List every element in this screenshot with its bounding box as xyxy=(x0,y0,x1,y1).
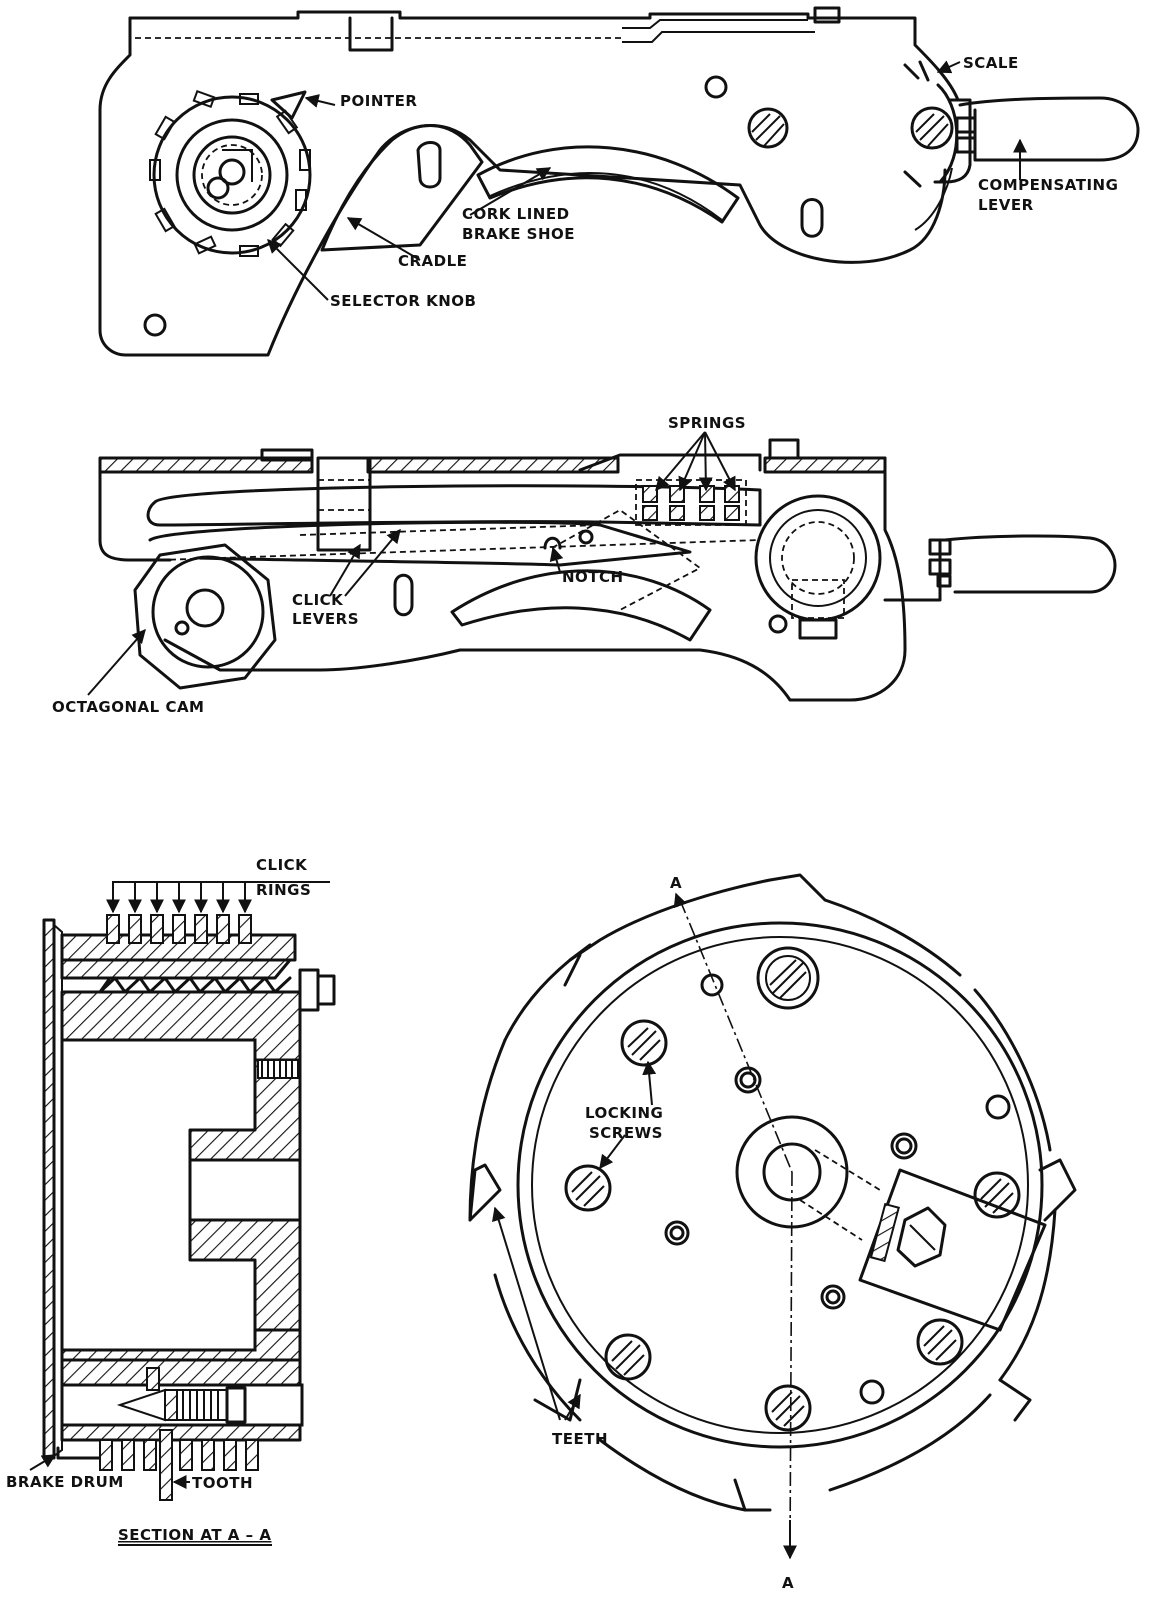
side-view-body-outline xyxy=(98,16,947,357)
scale-arc xyxy=(936,83,959,184)
locking-screw xyxy=(604,1333,652,1381)
notch xyxy=(543,536,562,550)
plan-view-spring-strap xyxy=(578,453,762,472)
locking-screw xyxy=(756,946,820,1010)
cork-lined-brake-shoe xyxy=(476,145,740,224)
label-click-rings-2: RINGS xyxy=(256,881,311,899)
cradle-slot xyxy=(416,141,442,189)
locking-screw xyxy=(916,1318,964,1366)
leader-click-rings xyxy=(106,882,252,914)
side-view-top-plate xyxy=(128,10,960,102)
selector-knob xyxy=(149,89,312,257)
label-compensating-lever-2: LEVER xyxy=(978,196,1034,214)
plan-view-brake-shoe xyxy=(450,569,712,642)
locking-screw xyxy=(973,1171,1021,1219)
label-section-a-bottom: A xyxy=(782,1574,794,1592)
leader-click-levers xyxy=(329,543,361,597)
plan-view: SPRINGS NOTCH CLICK LEVERS OCTAGONAL CAM xyxy=(52,414,1117,716)
side-view-screw xyxy=(747,107,789,149)
brake-drum-wall xyxy=(42,918,56,1460)
leader-teeth xyxy=(492,1206,561,1421)
octagonal-cam xyxy=(133,543,277,690)
plan-view-top-plate xyxy=(98,456,314,474)
click-lever-upper xyxy=(146,484,762,527)
leader-pointer xyxy=(304,94,336,108)
side-view-top-slot xyxy=(348,16,394,52)
label-compensating-lever-1: COMPENSATING xyxy=(978,176,1118,194)
click-lever-lower xyxy=(148,520,692,567)
side-view-slot xyxy=(800,198,824,238)
label-locking-screws-1: LOCKING xyxy=(585,1104,663,1122)
leader-springs xyxy=(655,431,706,492)
label-octagonal-cam: OCTAGONAL CAM xyxy=(52,698,205,716)
leader-cradle xyxy=(346,217,421,261)
leader-notch xyxy=(549,546,564,573)
section-hub-bore xyxy=(188,1158,302,1222)
leader-brake-drum xyxy=(29,1454,57,1471)
label-scale: SCALE xyxy=(963,54,1019,72)
leader-brake-shoe xyxy=(469,167,552,216)
label-teeth: TEETH xyxy=(552,1430,608,1448)
locking-screw xyxy=(764,1384,812,1432)
side-view-hole xyxy=(704,75,728,99)
leader-selector-knob xyxy=(267,239,329,301)
front-view: A A LOCKING SCREWS TEETH xyxy=(468,873,1077,1592)
label-pointer: POINTER xyxy=(340,92,417,110)
label-cork-lined-2: BRAKE SHOE xyxy=(462,225,575,243)
click-rings-top xyxy=(106,914,252,944)
front-view-arm xyxy=(799,1149,1047,1332)
label-tooth: TOOTH xyxy=(192,1474,253,1492)
pointer xyxy=(270,90,307,120)
plan-view-compensating-drum xyxy=(754,494,1117,640)
label-cradle: CRADLE xyxy=(398,252,467,270)
cradle xyxy=(320,124,484,252)
label-locking-screws-2: SCREWS xyxy=(589,1124,663,1142)
section-set-screw xyxy=(257,968,336,1079)
label-section-a-a: SECTION AT A – A xyxy=(118,1526,271,1544)
side-view-top-tab xyxy=(813,6,841,24)
notch-cradle-outline xyxy=(551,508,702,611)
section-line-upper xyxy=(679,899,793,1173)
label-section-a-top: A xyxy=(670,874,682,892)
click-rings-bottom xyxy=(99,1439,259,1471)
side-view: POINTER SCALE COMPENSATING LEVER CORK LI… xyxy=(98,6,1140,357)
side-view-spring-strap xyxy=(622,19,808,29)
label-cork-lined-1: CORK LINED xyxy=(462,205,570,223)
section-view: CLICK RINGS BRAKE DRUM TOOTH SECTION AT … xyxy=(6,856,336,1546)
side-view-hole xyxy=(143,313,167,337)
leader-octagonal-cam xyxy=(87,628,146,696)
lower-ring-carrier xyxy=(60,1358,302,1387)
plan-view-slider-block xyxy=(316,456,372,552)
section-tooth xyxy=(159,1429,173,1501)
locking-screw xyxy=(564,1164,612,1212)
tooth-plunger xyxy=(116,1367,247,1424)
label-selector-knob: SELECTOR KNOB xyxy=(330,292,476,310)
label-click-rings-1: CLICK xyxy=(256,856,308,874)
label-click-levers-2: LEVERS xyxy=(292,610,359,628)
section-line-lower xyxy=(789,1171,793,1551)
locking-screw xyxy=(620,1019,668,1067)
front-view-small-holes xyxy=(664,973,1011,1405)
leader-locking-screws xyxy=(642,1060,657,1106)
leader-scale xyxy=(936,60,961,74)
label-springs: SPRINGS xyxy=(668,414,746,432)
label-click-levers-1: CLICK xyxy=(292,591,344,609)
front-view-disc xyxy=(516,921,1044,1449)
label-brake-drum: BRAKE DRUM xyxy=(6,1473,124,1491)
label-notch: NOTCH xyxy=(562,568,624,586)
